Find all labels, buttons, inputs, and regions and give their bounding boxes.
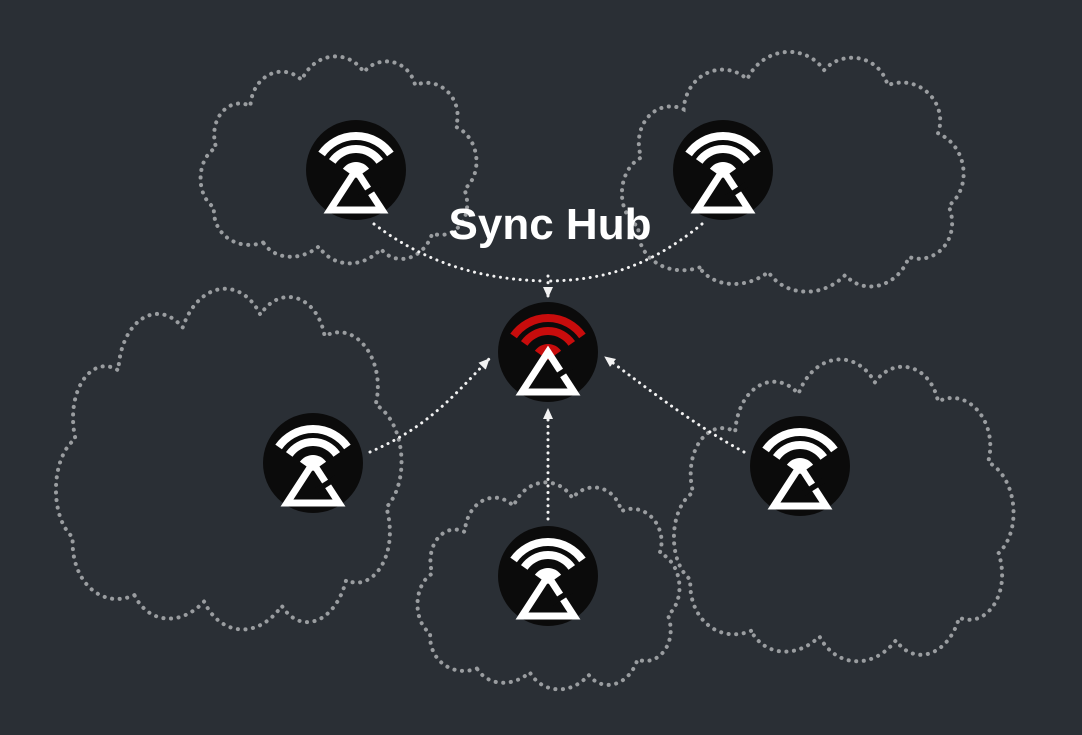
sync-hub-node	[498, 302, 598, 402]
sync-arrow-from-mid-right	[603, 355, 746, 454]
sync-arrow-from-top-left	[372, 222, 548, 283]
device-node-mid-right	[750, 416, 850, 516]
device-node-top-right	[673, 120, 773, 220]
device-node-top-left	[306, 120, 406, 220]
diagram-title: Sync Hub	[449, 200, 652, 249]
sync-arrow-from-mid-left	[368, 357, 491, 454]
device-node-mid-left	[263, 413, 363, 513]
cloud-outline-mid-right	[674, 359, 1014, 661]
device-node-bottom-center	[498, 526, 598, 626]
